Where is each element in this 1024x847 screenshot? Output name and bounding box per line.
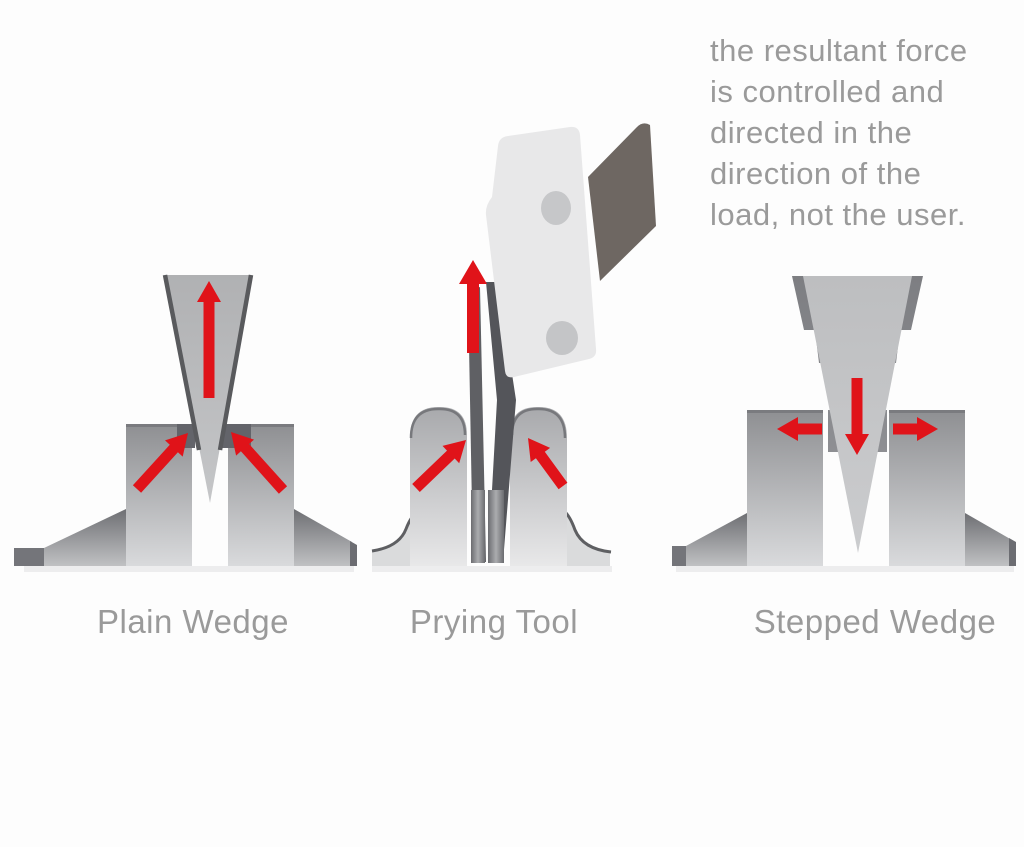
base-end-cap [1009, 538, 1016, 566]
base-flange-left [372, 511, 418, 566]
arrows-plain-wedge [132, 281, 288, 494]
arrows-prying-tool [412, 260, 568, 492]
block-top-edge [409, 407, 467, 439]
tool-pivot-hole [546, 321, 578, 355]
block-top-edge [126, 424, 192, 427]
ground-shadow [24, 566, 354, 572]
base-end-cap [350, 541, 357, 566]
applied-force-right-arrow [231, 432, 288, 494]
ground-shadow [676, 566, 1014, 572]
split-block-left [747, 410, 823, 566]
spread-force-right-arrow [893, 417, 938, 441]
load-force-down-arrow [845, 378, 869, 455]
split-block-right [889, 410, 965, 566]
blade-tip-in-slot [488, 490, 504, 563]
caption-text: the resultant force is controlled and di… [710, 33, 968, 232]
resultant-force-up-arrow [459, 260, 487, 353]
base-end-cap [672, 546, 687, 566]
spread-force-left-arrow [777, 417, 822, 441]
label-prying-tool: Prying Tool [409, 603, 579, 640]
base-slope-left [44, 509, 126, 566]
base-end-cap [14, 548, 44, 566]
block-top-edge [889, 410, 965, 413]
base-slope-right [965, 513, 1012, 566]
applied-force-left-arrow [412, 440, 466, 492]
label-plain-wedge: Plain Wedge [96, 603, 289, 640]
prying-tool-figure [371, 123, 656, 566]
block-top-edge [228, 424, 294, 427]
block-top-edge [510, 407, 567, 439]
wedge-edge-lines [162, 274, 254, 451]
tool-handle [588, 123, 656, 282]
base-slope-left [686, 513, 747, 566]
plain-wedge-figure [14, 274, 357, 566]
rounded-block-right [510, 407, 567, 566]
base-slope-right [294, 509, 352, 566]
tool-head-body [485, 126, 597, 378]
applied-force-right-arrow [528, 438, 568, 490]
label-stepped-wedge: Stepped Wedge [753, 603, 997, 640]
resultant-force-up-arrow [197, 281, 221, 398]
tool-pivot-hole [541, 191, 571, 225]
stepped-wedge-figure [672, 276, 1016, 566]
blade-tip-in-slot [471, 490, 485, 563]
flange-edge-line [562, 509, 612, 554]
block-top-edge [747, 410, 823, 413]
base-flange-right [564, 511, 610, 566]
arrows-stepped-wedge [777, 378, 938, 455]
ground-shadow [372, 566, 612, 572]
applied-force-left-arrow [132, 433, 188, 493]
